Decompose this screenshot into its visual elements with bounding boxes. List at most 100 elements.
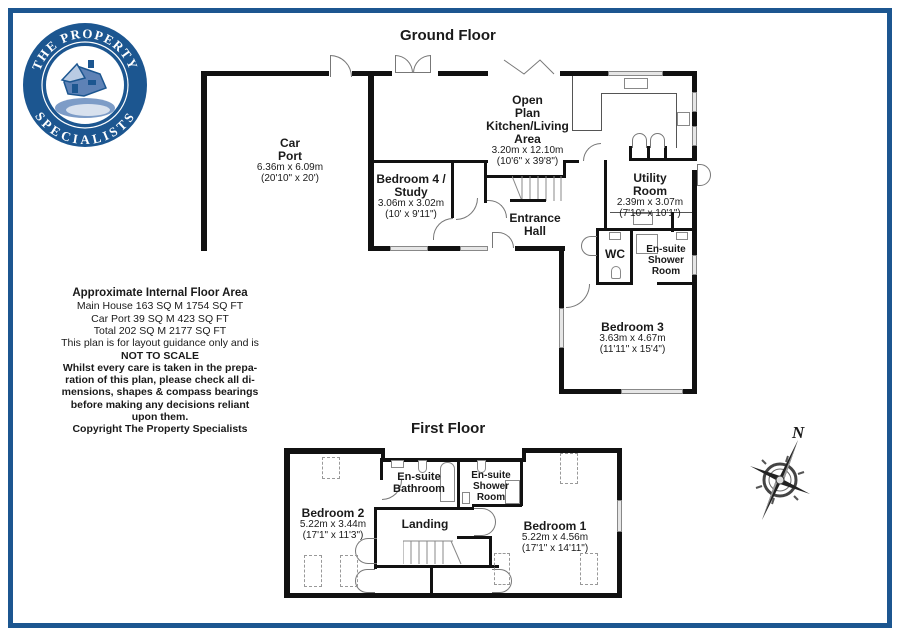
door-icon bbox=[474, 508, 496, 536]
wall bbox=[510, 199, 546, 202]
wall bbox=[663, 71, 696, 76]
room-label-wc: WC bbox=[605, 247, 625, 261]
first-floor-title: First Floor bbox=[411, 420, 486, 437]
wall bbox=[484, 163, 487, 203]
wall bbox=[559, 389, 621, 394]
window bbox=[559, 308, 564, 348]
wall bbox=[671, 212, 674, 232]
door-icon bbox=[355, 538, 377, 564]
wall bbox=[381, 458, 526, 462]
wall bbox=[368, 160, 371, 250]
toilet-icon bbox=[611, 266, 621, 279]
wall bbox=[629, 146, 632, 160]
notes-guidance: This plan is for layout guidance only an… bbox=[61, 337, 259, 350]
room-label-utility: Utility Room 2.39m x 3.07m (7'10" x 10'1… bbox=[616, 171, 684, 219]
wall bbox=[692, 71, 697, 161]
wall bbox=[201, 71, 207, 251]
wall bbox=[284, 448, 290, 598]
worktop-edge bbox=[572, 130, 602, 131]
skylight bbox=[560, 453, 578, 484]
bifold-door-icon bbox=[503, 59, 555, 75]
notes-car-port: Car Port 39 SQ M 423 SQ FT bbox=[91, 312, 229, 325]
worktop-edge bbox=[610, 212, 692, 213]
wall bbox=[596, 282, 633, 285]
wall bbox=[692, 280, 697, 394]
wall bbox=[520, 458, 523, 506]
wall bbox=[604, 160, 607, 230]
window bbox=[608, 71, 663, 76]
hob-icon bbox=[677, 112, 690, 126]
window bbox=[390, 246, 428, 251]
basin-icon bbox=[391, 460, 404, 468]
wall bbox=[374, 507, 474, 510]
wall bbox=[596, 228, 692, 231]
wall bbox=[457, 458, 460, 508]
room-label-car-port: Car Port 6.36m x 6.09m (20'10" x 20') bbox=[256, 136, 324, 184]
room-label-bedroom-1: Bedroom 1 5.22m x 4.56m (17'1" x 14'11") bbox=[521, 519, 589, 554]
notes-heading: Approximate Internal Floor Area bbox=[72, 287, 248, 299]
wall bbox=[664, 146, 667, 160]
wall bbox=[489, 536, 492, 568]
wall bbox=[692, 170, 697, 285]
window bbox=[692, 92, 697, 112]
basin-icon bbox=[462, 492, 470, 504]
wall bbox=[374, 565, 499, 568]
skylight bbox=[580, 553, 598, 585]
room-label-ensuite-bathroom: En-suite Bathroom bbox=[393, 471, 445, 495]
wall bbox=[683, 389, 697, 394]
property-specialists-logo: THE PROPERTY SPECIALISTS bbox=[23, 23, 147, 147]
north-label: N bbox=[792, 423, 805, 442]
wall bbox=[380, 458, 383, 480]
wall bbox=[563, 160, 566, 178]
wall bbox=[484, 175, 566, 178]
wall bbox=[368, 160, 488, 163]
ground-floor-title: Ground Floor bbox=[400, 27, 496, 44]
wall bbox=[428, 246, 460, 251]
compass-rose-icon: N bbox=[740, 423, 830, 520]
skylight bbox=[340, 555, 358, 587]
worktop-edge bbox=[676, 93, 677, 148]
page-frame bbox=[8, 8, 892, 628]
wall bbox=[201, 71, 329, 76]
wall bbox=[596, 228, 599, 283]
skylight bbox=[322, 457, 340, 479]
wall bbox=[381, 448, 385, 462]
basin-icon bbox=[609, 232, 621, 240]
notes-disclaimer: before making any decisions reliant bbox=[70, 398, 250, 411]
window bbox=[692, 126, 697, 146]
floor-area-notes: Approximate Internal Floor Area Main Hou… bbox=[40, 287, 280, 436]
room-label-bedroom-4: Bedroom 4 / Study 3.06m x 3.02m (10' x 9… bbox=[376, 172, 446, 220]
door-icon bbox=[355, 569, 375, 593]
wall bbox=[368, 246, 390, 251]
basin-icon bbox=[676, 232, 688, 240]
wall bbox=[630, 228, 633, 283]
skylight bbox=[304, 555, 322, 587]
notes-main-house: Main House 163 SQ M 1754 SQ FT bbox=[76, 300, 244, 313]
skylight bbox=[494, 553, 510, 585]
room-label-landing: Landing bbox=[401, 517, 449, 531]
room-label-entrance-hall: Entrance Hall bbox=[509, 211, 561, 238]
notes-copyright: Copyright The Property Specialists bbox=[72, 423, 248, 436]
wall bbox=[438, 71, 488, 76]
wall bbox=[457, 536, 492, 539]
wall bbox=[430, 565, 433, 595]
room-label-kitchen-living: Open Plan Kitchen/Living Area 3.20m x 12… bbox=[486, 93, 569, 167]
wall bbox=[472, 504, 522, 507]
cupboard-door-icon bbox=[650, 133, 665, 148]
wall bbox=[647, 146, 650, 160]
wall bbox=[284, 593, 622, 598]
wall bbox=[563, 160, 579, 163]
staircase-icon bbox=[512, 176, 562, 202]
shower-tray-icon bbox=[505, 480, 520, 504]
bath-icon bbox=[440, 462, 455, 502]
window bbox=[692, 255, 697, 275]
toilet-icon bbox=[477, 460, 486, 473]
wall bbox=[522, 448, 622, 453]
notes-disclaimer: upon them. bbox=[131, 410, 189, 423]
notes-not-to-scale: NOT TO SCALE bbox=[121, 349, 199, 362]
notes-disclaimer: Whilst every care is taken in the prepa- bbox=[62, 361, 258, 374]
worktop-edge bbox=[601, 93, 676, 94]
wall bbox=[515, 246, 565, 251]
wall bbox=[657, 282, 697, 285]
window bbox=[621, 389, 683, 394]
